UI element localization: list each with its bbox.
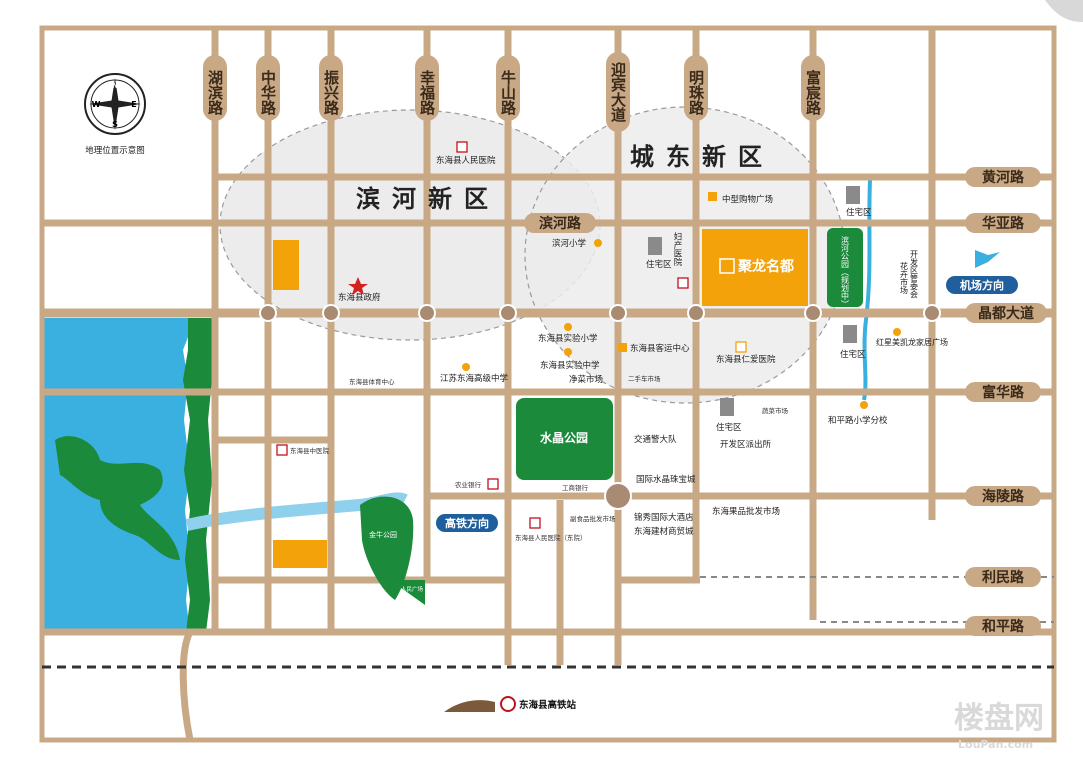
shuijing-park bbox=[516, 398, 613, 480]
road-label-zhonghua: 中华路 bbox=[259, 69, 277, 115]
district-binhe: 滨河新区 bbox=[356, 185, 500, 213]
airport-direction: 机场方向 bbox=[960, 278, 1004, 292]
poi-zhongxing-mall: 中型购物广场 bbox=[722, 194, 773, 205]
compass-n: N bbox=[112, 81, 119, 90]
logo-icon bbox=[719, 258, 735, 274]
road-label-jingdu: 晶都大道 bbox=[978, 305, 1034, 322]
poi-hotel: 锦秀国际大酒店 bbox=[634, 512, 694, 523]
train-icon bbox=[444, 700, 495, 712]
intersection-nodes bbox=[259, 304, 941, 510]
park-binhe: 滨河公园（规划中） bbox=[841, 235, 850, 308]
building-icons bbox=[648, 186, 860, 416]
road-label-xingfu: 幸福路 bbox=[418, 70, 436, 115]
poi-residential-1: 住宅区 bbox=[646, 259, 672, 270]
poi-women-hospital: 妇产医院 bbox=[672, 231, 682, 266]
poi-building-city: 东海建材商贸城 bbox=[634, 526, 694, 537]
poi-vegetable: 蔬菜市场 bbox=[762, 406, 789, 415]
horizontal-road-labels: 黄河路 华亚路 晶都大道 富华路 海陵路 利民路 和平路 滨河路 bbox=[524, 167, 1047, 636]
poi-dev-committee: 开发区管委会 bbox=[910, 250, 919, 299]
airport-direction-pill bbox=[946, 276, 1018, 294]
road-label-hubin: 湖滨路 bbox=[206, 70, 224, 115]
shoreline-green bbox=[183, 318, 215, 632]
poi-people-hospital-east: 东海县人民医院（东院） bbox=[515, 533, 587, 542]
island bbox=[55, 436, 180, 560]
watermark-big: 楼盘网 bbox=[954, 701, 1044, 736]
compass-icon: N S E W bbox=[84, 73, 146, 135]
poi-jingye-market: 净菜市场 bbox=[569, 374, 603, 385]
road-label-zhenxing: 振兴路 bbox=[322, 69, 340, 115]
project-marker[interactable]: 聚龙名都 bbox=[702, 229, 808, 306]
poi-gov: 东海县政府 bbox=[338, 292, 381, 303]
road-label-fuchen: 富宸路 bbox=[804, 69, 822, 115]
poi-hongxing: 红星美凯龙家居广场 bbox=[876, 337, 948, 347]
poi-traffic-police: 交通警大队 bbox=[634, 434, 677, 445]
road-label-fuhua: 富华路 bbox=[982, 384, 1025, 401]
star-icon bbox=[348, 277, 368, 295]
highspeed-direction: 高铁方向 bbox=[445, 516, 489, 530]
poi-agri-bank: 农业银行 bbox=[455, 480, 482, 489]
poi-tcm-hospital: 东海县中医院 bbox=[290, 446, 330, 455]
road-label-huanghe: 黄河路 bbox=[982, 169, 1025, 186]
vertical-road-labels: 湖滨路 中华路 振兴路 幸福路 牛山路 迎宾大道 明珠路 富宸路 bbox=[203, 52, 825, 132]
poi-bus-center: 东海县客运中心 bbox=[630, 343, 690, 354]
hospital-icons bbox=[276, 141, 747, 529]
map-title: 地理位置示意图 bbox=[85, 145, 145, 156]
poi-jewelry-city: 国际水晶珠宝城 bbox=[636, 474, 696, 485]
poi-fruit-market: 东海果品批发市场 bbox=[712, 506, 780, 517]
road-label-limin: 利民路 bbox=[982, 569, 1025, 586]
park-jinniu: 金牛公园 bbox=[369, 530, 397, 539]
poi-shiyan-middle: 东海县实验中学 bbox=[540, 360, 600, 371]
road-label-mingzhu: 明珠路 bbox=[687, 70, 705, 115]
compass-w: W bbox=[92, 100, 101, 109]
orange-block-2 bbox=[273, 540, 327, 568]
poi-icbc: 工商银行 bbox=[562, 483, 589, 492]
poi-sports-center: 东海县体育中心 bbox=[349, 377, 395, 386]
road-label-binhe: 滨河路 bbox=[539, 215, 582, 232]
poi-police-station: 开发区派出所 bbox=[720, 439, 772, 450]
poi-residential-4: 住宅区 bbox=[716, 422, 742, 433]
road-label-huaya: 华亚路 bbox=[982, 215, 1025, 232]
poi-heping-school: 和平路小学分校 bbox=[828, 415, 888, 426]
school-icons bbox=[462, 192, 901, 409]
park-shuijing: 水晶公园 bbox=[540, 430, 588, 445]
poi-food-wholesale: 副食品批发市场 bbox=[570, 514, 616, 523]
watermark-small: LouPan.com bbox=[958, 738, 1033, 751]
jinniu-park bbox=[360, 496, 414, 600]
poi-shiyan-primary: 东海县实验小学 bbox=[538, 333, 598, 344]
park-renmin: 人民广场 bbox=[401, 585, 424, 593]
page-corner[interactable] bbox=[1045, 0, 1083, 22]
orange-block-1 bbox=[273, 240, 299, 290]
railway-logo-icon bbox=[500, 696, 516, 712]
district-chengdong: 城东新区 bbox=[630, 143, 774, 171]
highspeed-direction-pill bbox=[436, 514, 498, 532]
road-label-niushan: 牛山路 bbox=[499, 69, 517, 115]
poi-residential-3: 住宅区 bbox=[840, 349, 866, 360]
poi-binhe-school: 滨河小学 bbox=[552, 238, 587, 249]
binhe-park-block bbox=[827, 228, 863, 307]
station-name: 东海县高铁站 bbox=[519, 699, 577, 711]
poi-high-school: 江苏东海高级中学 bbox=[440, 373, 509, 384]
project-name: 聚龙名都 bbox=[737, 258, 794, 275]
poi-second-hand: 二手车市场 bbox=[628, 374, 661, 383]
poi-renai-hospital: 东海县仁爱医院 bbox=[716, 354, 776, 365]
poi-residential-2: 住宅区 bbox=[846, 207, 872, 218]
compass-e: E bbox=[131, 100, 136, 109]
compass-s: S bbox=[112, 120, 118, 129]
road-label-heping: 和平路 bbox=[982, 618, 1025, 635]
renmin-square bbox=[390, 580, 425, 605]
road-label-yingbin: 迎宾大道 bbox=[609, 61, 627, 122]
poi-huahui-market: 花卉市场 bbox=[900, 261, 909, 295]
road-label-hailing: 海陵路 bbox=[982, 488, 1025, 505]
poi-hospital-people: 东海县人民医院 bbox=[436, 155, 496, 166]
plane-icon bbox=[975, 250, 1000, 268]
